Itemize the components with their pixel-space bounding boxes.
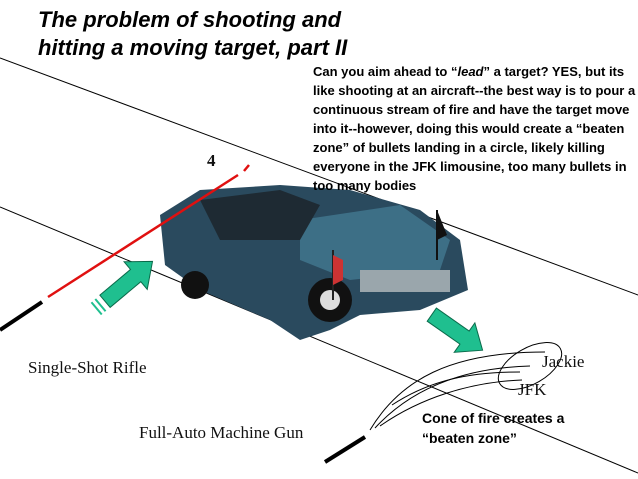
number-label: 4 bbox=[207, 151, 216, 170]
jackie-label: Jackie bbox=[542, 352, 585, 371]
rifle-trajectory bbox=[47, 173, 239, 299]
road-edge-top bbox=[0, 57, 638, 296]
cone-of-fire bbox=[369, 342, 563, 431]
rifle-barrel bbox=[0, 300, 44, 332]
rifle-label: Single-Shot Rifle bbox=[28, 358, 147, 377]
cone-line-2: “beaten zone” bbox=[422, 430, 517, 446]
desc-post: ” a target? YES, but its like shooting a… bbox=[313, 64, 636, 193]
title-line-2: hitting a moving target, part II bbox=[38, 35, 348, 60]
slide-title: The problem of shooting and hitting a mo… bbox=[38, 6, 347, 62]
machine-gun-label: Full-Auto Machine Gun bbox=[139, 423, 304, 442]
description-text: Can you aim ahead to “lead” a target? YE… bbox=[313, 62, 638, 195]
desc-em: lead bbox=[457, 64, 484, 79]
desc-pre: Can you aim ahead to “ bbox=[313, 64, 458, 79]
rifle-trajectory-tip bbox=[243, 164, 250, 172]
limousine-image bbox=[160, 185, 468, 340]
cone-line-1: Cone of fire creates a bbox=[422, 410, 565, 426]
road-edge-bottom bbox=[0, 206, 638, 474]
title-line-1: The problem of shooting and bbox=[38, 7, 342, 32]
arrow-right-icon bbox=[426, 307, 484, 353]
jfk-label: JFK bbox=[518, 380, 547, 399]
arrow-left-icon bbox=[90, 260, 154, 316]
machine-gun-barrel bbox=[323, 435, 367, 464]
cone-caption: Cone of fire creates a “beaten zone” bbox=[422, 408, 564, 448]
